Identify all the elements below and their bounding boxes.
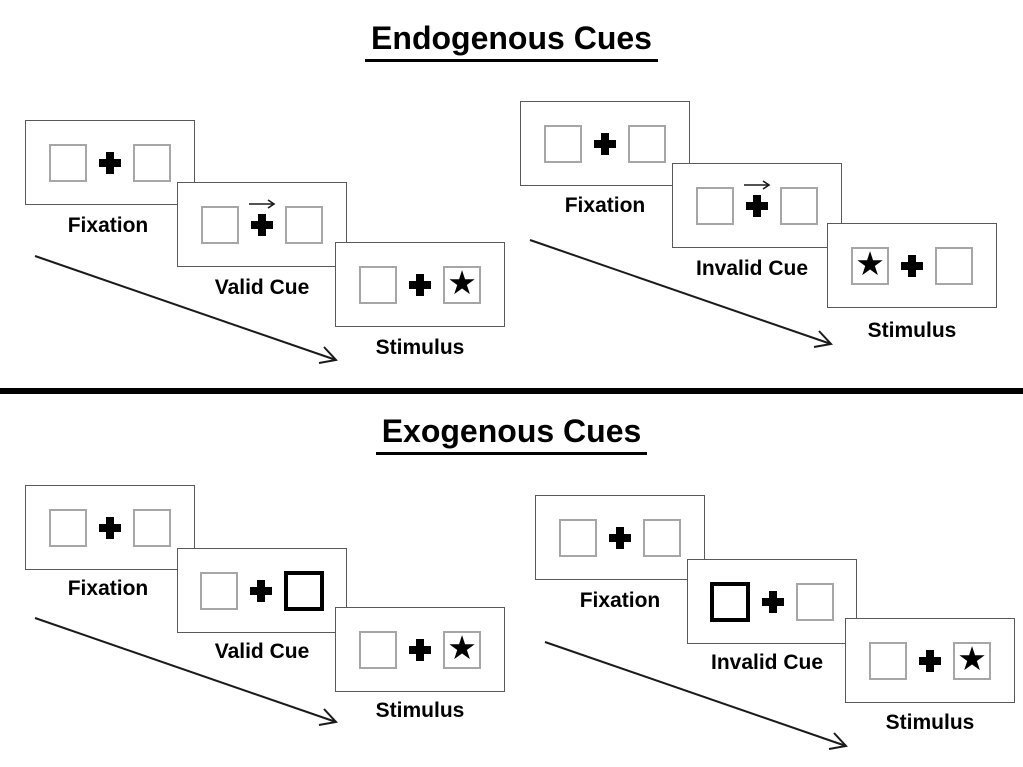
panel-label: Valid Cue	[214, 276, 310, 299]
exogenous-invalid-stimulus-panel: ★	[845, 618, 1015, 703]
fixation-cross-icon	[744, 179, 771, 217]
right-box: ★	[953, 640, 991, 680]
left-box	[696, 186, 734, 225]
fixation-cross-icon	[594, 132, 616, 155]
fixation-cross-icon	[250, 579, 272, 602]
panel-label: Stimulus	[885, 711, 975, 734]
plus-bar	[616, 526, 624, 549]
left-box	[869, 641, 907, 680]
timeline-arrow	[529, 239, 833, 348]
fixation-cross-icon	[409, 638, 431, 661]
fixation-cross-icon	[901, 254, 923, 277]
plus-bar	[258, 213, 266, 236]
exogenous-section-title: Exogenous Cues	[0, 413, 1023, 455]
right-box: ★	[443, 264, 481, 304]
star-icon: ★	[447, 264, 477, 301]
plus-bar	[926, 649, 934, 672]
panel-label: Stimulus	[867, 319, 957, 342]
star-icon: ★	[957, 640, 987, 677]
section-divider	[0, 388, 1023, 394]
panel-label: Invalid Cue	[710, 651, 824, 674]
left-box	[359, 265, 397, 304]
endogenous-invalid-cue-panel	[672, 163, 842, 248]
right-box-highlighted	[284, 570, 324, 611]
left-box: ★	[851, 245, 889, 285]
fixation-cross-icon	[609, 526, 631, 549]
left-box	[359, 630, 397, 669]
right-box	[796, 582, 834, 621]
plus-bar	[908, 254, 916, 277]
endogenous-invalid-fixation-panel	[520, 101, 690, 186]
timeline-arrow	[34, 255, 338, 364]
left-box	[559, 518, 597, 557]
panel-label: Invalid Cue	[695, 257, 809, 280]
cue-arrow-icon	[744, 179, 771, 190]
right-box	[935, 246, 973, 285]
plus-bar	[106, 151, 114, 174]
exogenous-title-text: Exogenous Cues	[375, 413, 648, 455]
right-box	[643, 518, 681, 557]
plus-bar	[416, 273, 424, 296]
left-box	[200, 571, 238, 610]
exogenous-valid-cue-panel	[177, 548, 347, 633]
exogenous-invalid-fixation-panel	[535, 495, 705, 580]
endogenous-invalid-stimulus-panel: ★	[827, 223, 997, 308]
panel-label: Valid Cue	[214, 640, 310, 663]
fixation-cross-icon	[249, 198, 276, 236]
panel-label: Fixation	[564, 194, 646, 217]
endogenous-title-text: Endogenous Cues	[365, 20, 658, 62]
star-icon: ★	[855, 245, 885, 282]
left-box	[49, 143, 87, 182]
exogenous-invalid-cue-panel	[687, 559, 857, 644]
fixation-cross-icon	[409, 273, 431, 296]
plus-bar	[769, 590, 777, 613]
right-box	[780, 186, 818, 225]
plus-bar	[601, 132, 609, 155]
plus-bar	[257, 579, 265, 602]
right-box	[285, 205, 323, 244]
left-box-highlighted	[710, 581, 750, 622]
endogenous-section-title: Endogenous Cues	[0, 20, 1023, 62]
panel-label: Fixation	[67, 214, 149, 237]
left-box	[201, 205, 239, 244]
plus-bar	[753, 194, 761, 217]
timeline-arrow	[34, 617, 338, 726]
panel-label: Stimulus	[375, 699, 465, 722]
right-box: ★	[443, 629, 481, 669]
fixation-cross-icon	[99, 151, 121, 174]
cue-arrow-icon	[249, 198, 276, 209]
endogenous-valid-cue-panel	[177, 182, 347, 267]
left-box	[544, 124, 582, 163]
panel-label: Fixation	[579, 589, 661, 612]
fixation-cross-icon	[762, 590, 784, 613]
exogenous-valid-fixation-panel	[25, 485, 195, 570]
right-box	[133, 143, 171, 182]
fixation-cross-icon	[919, 649, 941, 672]
right-box	[628, 124, 666, 163]
plus-bar	[416, 638, 424, 661]
endogenous-valid-fixation-panel	[25, 120, 195, 205]
fixation-cross-icon	[99, 516, 121, 539]
plus-bar	[106, 516, 114, 539]
panel-label: Fixation	[67, 577, 149, 600]
panel-label: Stimulus	[375, 336, 465, 359]
exogenous-valid-stimulus-panel: ★	[335, 607, 505, 692]
endogenous-valid-stimulus-panel: ★	[335, 242, 505, 327]
right-box	[133, 508, 171, 547]
star-icon: ★	[447, 629, 477, 666]
timeline-arrow	[544, 641, 848, 750]
left-box	[49, 508, 87, 547]
